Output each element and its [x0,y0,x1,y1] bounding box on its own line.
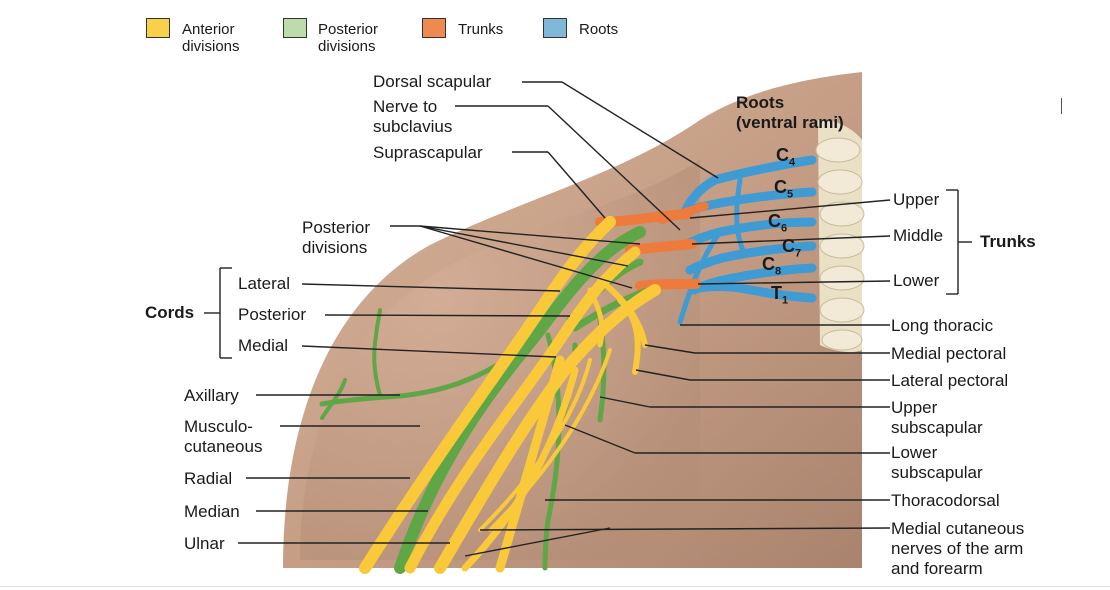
label-dorsal-scapular: Dorsal scapular [373,72,492,91]
label-lower-trunk: Lower [893,271,940,290]
legend-label-roots: Roots [579,21,619,38]
legend-swatch-anterior [146,18,170,38]
label-median: Median [184,502,240,521]
root-t1: T1 [771,283,789,307]
label-axillary: Axillary [184,386,239,405]
legend-swatch-posterior [283,18,307,38]
root-c6: C6 [768,211,788,235]
label-middle-trunk: Middle [893,226,944,245]
label-radial: Radial [184,469,233,488]
cursor-marker [1061,98,1062,114]
root-c8: C8 [762,254,782,278]
bottom-divider [0,586,1110,587]
label-trunks: Trunks [980,232,1036,251]
root-c5: C5 [774,177,794,201]
label-musculocutaneous: Musculo-cutaneous [184,417,263,456]
legend-label-trunks: Trunks [458,21,504,38]
label-roots-ventral-rami: Roots(ventral rami) [736,93,844,132]
label-medial-pectoral: Medial pectoral [891,344,1007,363]
label-medial: Medial [238,336,289,355]
label-lateral-pectoral: Lateral pectoral [891,371,1009,390]
label-upper-trunk: Upper [893,190,940,209]
label-ulnar: Ulnar [184,534,225,553]
label-long-thoracic: Long thoracic [891,316,994,335]
root-c7: C7 [782,236,802,260]
label-cords: Cords [145,303,195,322]
legend-swatch-roots [543,18,567,38]
legend-swatch-trunks [422,18,446,38]
label-posterior: Posterior [238,305,307,324]
label-lateral: Lateral [238,274,290,293]
leader-lines [204,81,972,557]
label-suprascapular: Suprascapular [373,143,483,162]
anterior-divisions-yellow [359,216,661,574]
label-thoracodorsal: Thoracodorsal [891,491,1000,510]
vertebral-column [815,119,865,353]
root-c4: C4 [776,145,796,169]
